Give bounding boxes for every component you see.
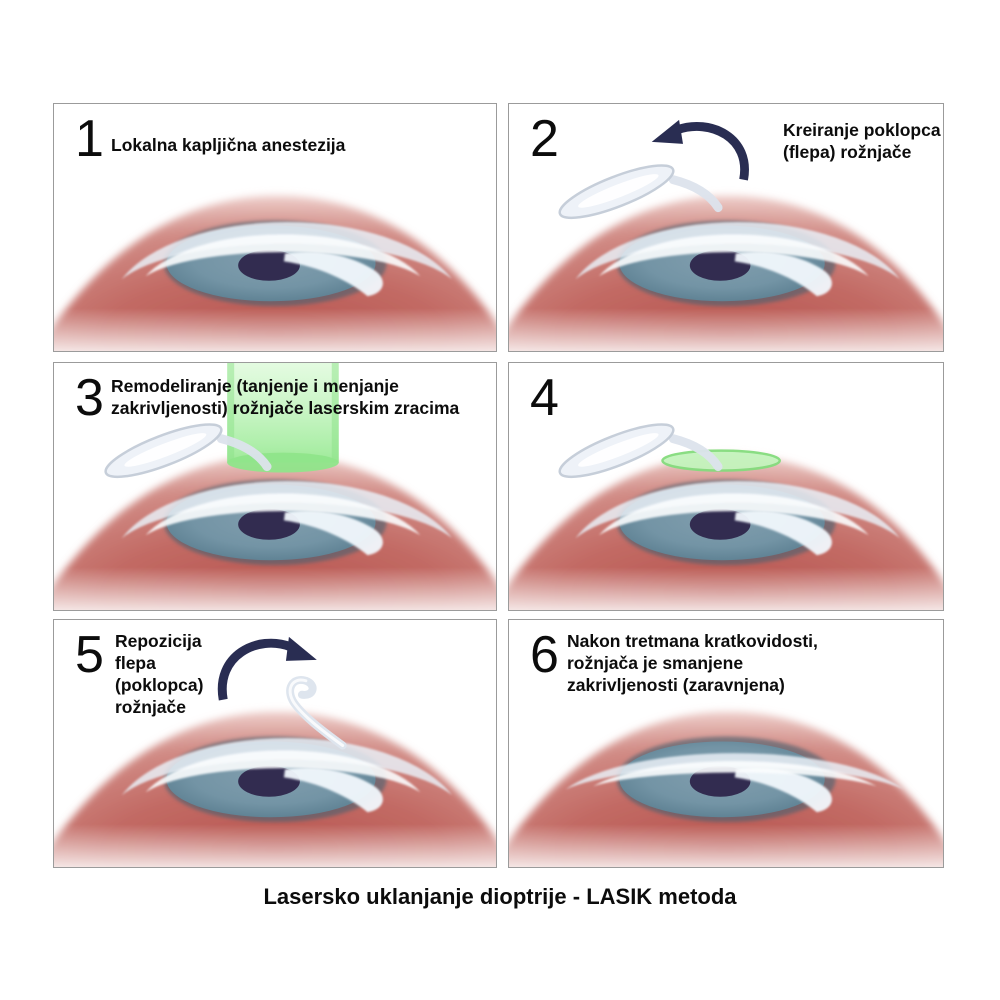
step-number: 5	[75, 626, 104, 684]
eye-illustration	[54, 363, 496, 610]
step-caption: Kreiranje poklopca (flepa) rožnjače	[783, 120, 941, 162]
step-number: 3	[75, 369, 104, 427]
step-panel-2: 2 Kreiranje poklopca (flepa) rožnjače	[508, 103, 944, 352]
step-number: 4	[530, 369, 559, 427]
step-caption: Nakon tretmana kratkovidosti, rožnjača j…	[567, 631, 818, 695]
eye-illustration	[509, 119, 943, 351]
curved-arrow-right-icon	[217, 636, 317, 701]
step-caption: Repozicija flepa (poklopca) rožnjače	[115, 631, 204, 717]
step-number: 1	[75, 110, 104, 168]
infographic-title: Lasersko uklanjanje dioptrije - LASIK me…	[263, 884, 737, 909]
lasered-cornea-bed	[661, 449, 781, 472]
eye-illustration	[509, 363, 943, 610]
step-panel-6: 6 Nakon tretmana kratkovidosti, rožnjača…	[508, 619, 944, 868]
step-panel-4: 4	[508, 362, 944, 611]
cornea-flap-curl	[286, 676, 347, 750]
step-caption: Lokalna kapljična anestezija	[111, 135, 346, 155]
eye-illustration	[54, 636, 496, 867]
curved-arrow-left-icon	[651, 119, 749, 181]
step-panel-3: 3 Remodeliranje (tanjenje i menjanje zak…	[53, 362, 497, 611]
step-panel-5: 5 Repozicija flepa (poklopca) rožnjače	[53, 619, 497, 868]
step-caption: Remodeliranje (tanjenje i menjanje zakri…	[111, 376, 460, 418]
step-panel-1: 1 Lokalna kapljična anestezija	[53, 103, 497, 352]
step-number: 2	[530, 110, 559, 168]
step-number: 6	[530, 626, 559, 684]
